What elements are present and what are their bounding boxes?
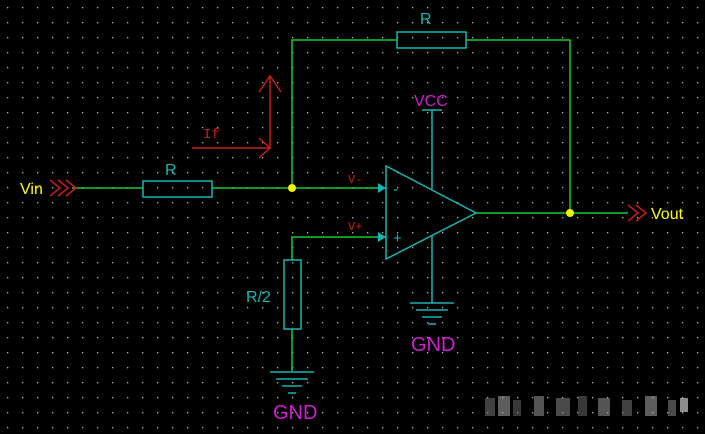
resistor-feedback — [396, 31, 467, 49]
inverting-input-arrow-icon — [378, 183, 386, 193]
watermark-icon — [485, 396, 688, 416]
resistor-half — [283, 259, 302, 330]
wire-feedback-right — [466, 39, 571, 213]
op-amp-minus-sign: - — [393, 181, 398, 198]
junction-inverting-node — [288, 184, 296, 192]
if-current-arrow-icon — [192, 74, 282, 159]
vin-port-icon — [49, 179, 78, 197]
noninverting-input-arrow-icon — [378, 232, 386, 242]
junction-output-node — [566, 209, 574, 217]
resistor-input — [142, 180, 213, 198]
ground-symbol-resistor — [270, 371, 314, 394]
resistor-input-label: R — [165, 162, 177, 179]
vcc-label: VCC — [414, 93, 448, 110]
grid-dots — [7, 7, 699, 429]
wire-noninverting-to-r-half — [291, 236, 375, 260]
vin-label: Vin — [20, 181, 43, 198]
v-plus-label: V+ — [348, 220, 362, 234]
vout-port-icon — [627, 204, 648, 222]
gnd-resistor-label: GND — [273, 402, 317, 424]
wire-feedback-left — [291, 39, 397, 188]
gnd-opamp-label: GND — [411, 334, 455, 356]
wires — [72, 39, 628, 372]
v-minus-label: V- — [348, 173, 362, 187]
vout-label: Vout — [651, 206, 684, 223]
resistor-half-label: R/2 — [246, 289, 271, 306]
op-amp-triangle — [385, 164, 478, 261]
ground-symbol-opamp — [410, 302, 454, 325]
if-current-label: If — [203, 127, 220, 143]
op-amp-plus-sign: + — [393, 230, 402, 247]
resistor-feedback-label: R — [420, 11, 432, 28]
